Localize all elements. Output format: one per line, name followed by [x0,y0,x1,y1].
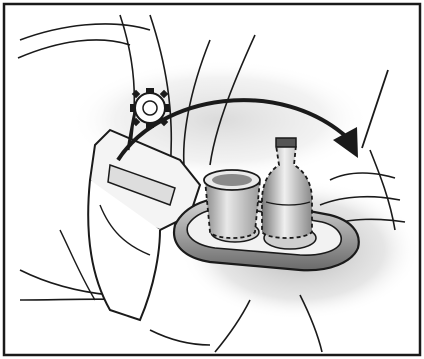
cup-icon [204,170,260,238]
